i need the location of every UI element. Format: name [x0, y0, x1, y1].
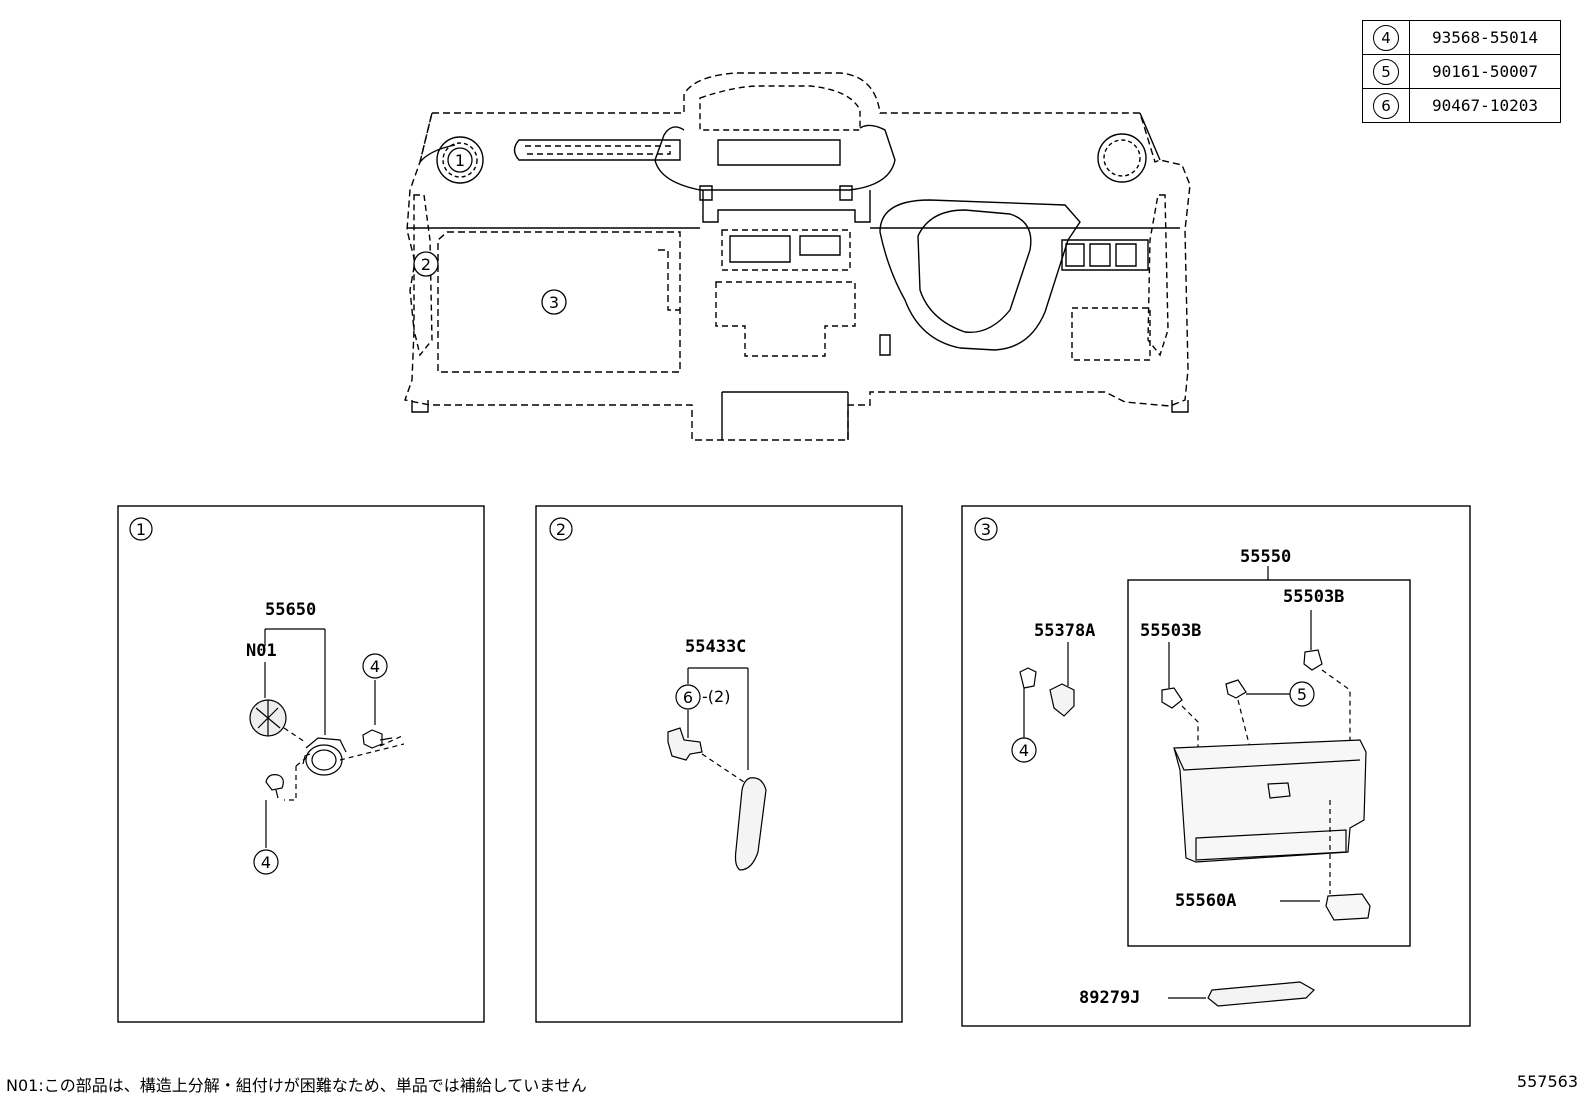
part-number[interactable]: 93568-55014 [1409, 20, 1561, 55]
svg-text:1: 1 [455, 151, 465, 170]
footnote: N01:この部品は、構造上分解・組付けが困難なため、単品では補給していません [6, 1076, 587, 1095]
overview-callout-2[interactable]: 2 [413, 251, 439, 277]
part-label-89279j[interactable]: 89279J [1079, 988, 1140, 1008]
part-label-55433c[interactable]: 55433C [685, 637, 746, 657]
detail-panel-1: 1 55650 N01 4 4 [117, 505, 485, 1023]
part-number[interactable]: 90161-50007 [1409, 54, 1561, 89]
ref-callout[interactable]: 4 [1019, 741, 1029, 760]
ref-callout[interactable]: 6 [683, 688, 693, 707]
part-label-55378a[interactable]: 55378A [1034, 621, 1095, 641]
part-label-55560a[interactable]: 55560A [1175, 891, 1236, 911]
panel-1-title: 1 [136, 520, 146, 539]
ref-callout[interactable]: 4 [370, 657, 380, 676]
part-label-55503b-right[interactable]: 55503B [1283, 587, 1344, 607]
overview-callout-1[interactable]: 1 [447, 147, 473, 173]
overview-callout-3[interactable]: 3 [541, 289, 567, 315]
part-label-55650[interactable]: 55650 [265, 600, 316, 620]
table-row: 5 90161-50007 [1362, 54, 1561, 89]
reference-parts-table: 4 93568-55014 5 90161-50007 6 90467-1020… [1362, 20, 1561, 123]
quantity-label: -(2) [702, 687, 730, 706]
svg-text:3: 3 [549, 293, 559, 312]
part-label-55503b-left[interactable]: 55503B [1140, 621, 1201, 641]
dashboard-overview [404, 72, 1191, 441]
panel-2-title: 2 [556, 520, 566, 539]
table-row: 6 90467-10203 [1362, 88, 1561, 123]
part-label-55550[interactable]: 55550 [1240, 547, 1291, 567]
svg-text:2: 2 [421, 255, 431, 274]
detail-panel-2: 2 55433C 6 -(2) [535, 505, 903, 1023]
ref-circle: 5 [1373, 58, 1399, 85]
part-label-n01[interactable]: N01 [246, 641, 277, 661]
panel-3-title: 3 [981, 520, 991, 539]
ref-circle: 4 [1373, 24, 1399, 51]
detail-panel-3: 3 55550 55378A 55503B 55503B 55560A 8927… [961, 505, 1471, 1027]
table-row: 4 93568-55014 [1362, 20, 1561, 55]
ref-callout[interactable]: 5 [1297, 685, 1307, 704]
ref-circle: 6 [1373, 92, 1399, 119]
part-number[interactable]: 90467-10203 [1409, 88, 1561, 123]
illustration-id: 557563 [1516, 1072, 1578, 1091]
ref-callout[interactable]: 4 [261, 853, 271, 872]
